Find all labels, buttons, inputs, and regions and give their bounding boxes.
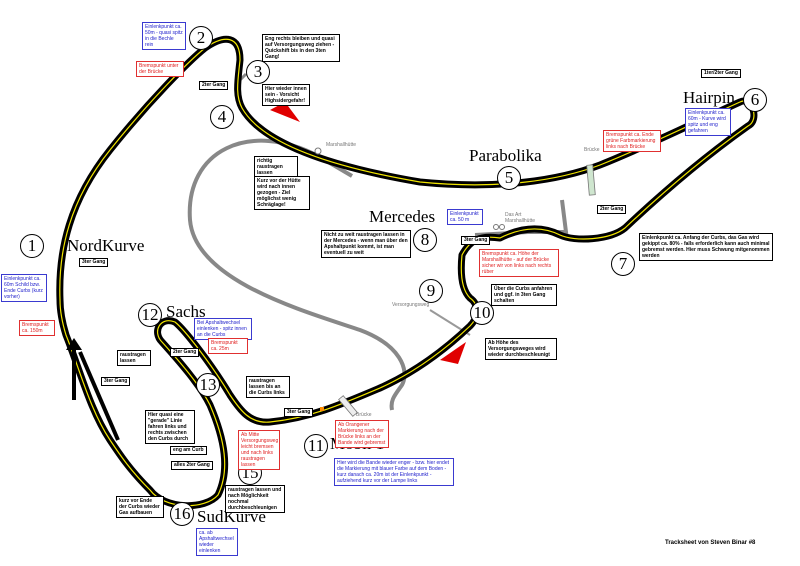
note-ab-mitte: Ab Mitte Versorgungsweg leicht bremsen u… xyxy=(238,430,280,470)
note-t12-apsh: Bei Apshaltwechsel einlenken - spitz inn… xyxy=(194,318,252,340)
note-orange-mark: Ab Orangener Markierung nach der Brücke … xyxy=(335,420,389,448)
note-t6-einlenk: Einlenkpunkt ca. 60m - Kurve wird spitz … xyxy=(685,108,731,136)
direction-arrow-line xyxy=(78,351,120,441)
corner-6: 6 xyxy=(743,88,767,112)
note-raustragen: raustragen lassen xyxy=(117,350,151,366)
note-t10-curbs: Über die Curbs anfahren und ggf. in 3ten… xyxy=(491,284,557,306)
corner-7: 7 xyxy=(611,252,635,276)
note-t1-einlenk: Einlenkpunkt ca. 60m Schild bzw. Ende Cu… xyxy=(1,274,47,302)
note-hier-quasi: Hier quasi eine "gerade" Linie fahren li… xyxy=(145,410,195,444)
corner-13: 13 xyxy=(196,373,220,397)
credit-text: Tracksheet von Steven Binar #8 xyxy=(665,540,756,546)
name-mercedes: Mercedes xyxy=(369,207,436,226)
note-kurz-vor: Kurz vor der Hütte wird nach innen gezog… xyxy=(254,176,310,210)
note-richtig-raus: richtig raustragen lassen xyxy=(254,156,298,178)
note-t1-brems: Bremspunkt ca. 150m xyxy=(19,320,55,336)
note-alles-2: alles 2ter Gang xyxy=(171,461,213,470)
marshall-hut-2 xyxy=(493,224,499,230)
note-t11-hier: Hier wird die Bande wieder enger - bzw. … xyxy=(334,458,454,486)
gear-2-a: 2ter Gang xyxy=(199,81,229,90)
bridge-2 xyxy=(338,395,358,417)
direction-arrowhead xyxy=(66,338,82,350)
note-eng-curb: eng am Curb xyxy=(170,446,207,455)
gear-3-a: 3ter Gang xyxy=(461,236,491,245)
red-marker-1 xyxy=(270,102,300,122)
corner-11: 11 xyxy=(304,434,328,458)
note-t15-raus: raustragen lassen und nach Möglichkeit n… xyxy=(225,485,285,513)
marshall-hut-1 xyxy=(314,147,322,155)
marshall-hut-3 xyxy=(499,224,505,230)
note-t4-wieder: Hier wieder innen sein - Vorsicht Highsi… xyxy=(262,84,310,106)
corner-10: 10 xyxy=(470,301,494,325)
gear-2-c: 2ter Gang xyxy=(170,348,200,357)
name-nordkurve: NordKurve xyxy=(67,236,145,255)
note-t8-einlenk: Einlenkpunkt ca. 50 m xyxy=(447,209,483,225)
note-t3-eng: Eng rechts bleiben und quasi auf Versorg… xyxy=(262,34,340,62)
corner-5: 5 xyxy=(497,166,521,190)
corner-16: 16 xyxy=(170,502,194,526)
note-t2-einlenk: Einlenkpunkt ca. 50m - quasi spitz in di… xyxy=(142,22,186,50)
corner-3: 3 xyxy=(246,60,270,84)
label-versorgungsweg: Versorgungsweg xyxy=(392,302,430,308)
corner-1: 1 xyxy=(20,234,44,258)
gear-3-b: 3ter Gang xyxy=(79,258,109,267)
name-hairpin: Hairpin xyxy=(683,88,735,107)
red-marker-2 xyxy=(440,342,466,364)
gear-1-2: 1ter/2ter Gang xyxy=(701,69,741,78)
corner-2: 2 xyxy=(189,26,213,50)
note-t16-apsh: ca. ab Apshaltwechsel wieder einlenken xyxy=(196,528,238,556)
note-t8-brems: Bremspunkt ca. Höhe der Marshallhütte - … xyxy=(479,249,559,277)
gear-3-c: 3ter Gang xyxy=(101,377,131,386)
label-marshall-2: Das Art Marshallhütte xyxy=(505,212,536,224)
note-t12-brems: Bremspunkt ca. 25m xyxy=(208,338,248,354)
corner-8: 8 xyxy=(413,228,437,252)
corner-9: 9 xyxy=(419,279,443,303)
orange-marking xyxy=(320,407,324,411)
label-bruecke-1: Brücke xyxy=(584,147,600,153)
bridge-1 xyxy=(586,164,596,196)
name-sachs: Sachs xyxy=(166,302,206,321)
label-marshall-1: Marshallhütte xyxy=(326,142,357,148)
note-t7-einlenk: Einlenkpunkt ca. Anfang der Curbs, das G… xyxy=(639,233,773,261)
note-t10-hoehe: Ab Höhe des Versorgungsweges wird wieder… xyxy=(485,338,557,360)
gear-3-d: 3ter Gang xyxy=(284,408,314,417)
label-bruecke-2: Brücke xyxy=(356,412,372,418)
note-mercedes-nicht: Nicht zu weit raustragen lassen in der M… xyxy=(321,230,411,258)
note-t2-brems: Bremspunkt unter der Brücke xyxy=(136,61,184,77)
name-parabolika: Parabolika xyxy=(469,146,542,165)
corner-12: 12 xyxy=(138,303,162,327)
access-road xyxy=(187,138,407,411)
gear-2-b: 2ter Gang xyxy=(597,205,627,214)
note-raustragen-bis: raustragen lassen bis an die Curbs links xyxy=(246,376,290,398)
corner-4: 4 xyxy=(210,105,234,129)
note-t6-brems: Bremspunkt ca. Ende grüne Farbmarkierung… xyxy=(603,130,661,152)
note-t16-kurz: kurz vor Ende der Curbs wieder Gas aufba… xyxy=(116,496,164,518)
